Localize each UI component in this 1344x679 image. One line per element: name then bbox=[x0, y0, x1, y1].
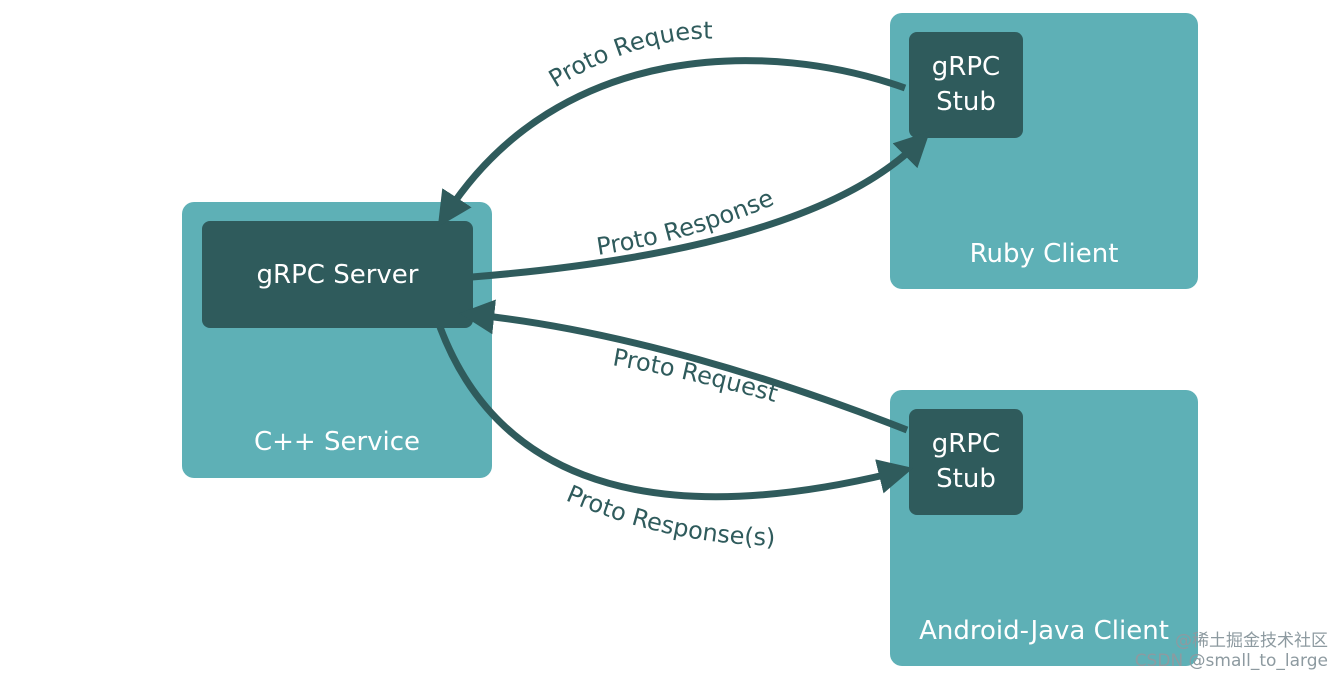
android-request-label: Proto Request bbox=[611, 343, 781, 408]
ruby-request-label: Proto Request bbox=[544, 16, 713, 93]
ruby-request-arrow bbox=[437, 57, 907, 228]
android-grpc-stub-box: gRPC Stub bbox=[909, 409, 1023, 515]
svg-text:Proto Request: Proto Request bbox=[611, 343, 781, 408]
ruby-response-arrow bbox=[471, 131, 930, 281]
watermark-line1: @稀土掘金技术社区 bbox=[1175, 631, 1328, 651]
grpc-server-label: gRPC Server bbox=[256, 259, 419, 290]
android-response-label: Proto Response(s) bbox=[563, 480, 776, 552]
watermark: @稀土掘金技术社区 CSDN @small_to_large bbox=[1135, 631, 1328, 671]
android-request-arrow bbox=[459, 299, 909, 434]
ruby-stub-line2: Stub bbox=[936, 87, 996, 117]
android-stub-line2: Stub bbox=[936, 464, 996, 494]
android-response-arrow bbox=[436, 325, 914, 501]
svg-text:Proto Response(s): Proto Response(s) bbox=[563, 480, 776, 552]
android-stub-line1: gRPC bbox=[931, 429, 1001, 459]
cpp-service-label: C++ Service bbox=[253, 427, 421, 457]
svg-text:Proto Request: Proto Request bbox=[544, 16, 713, 93]
ruby-client-label: Ruby Client bbox=[969, 239, 1119, 269]
android-client-panel: gRPC Stub Android-Java Client bbox=[890, 390, 1198, 666]
ruby-stub-line1: gRPC bbox=[931, 52, 1001, 82]
watermark-line2: CSDN @small_to_large bbox=[1134, 651, 1328, 671]
cpp-service-panel: gRPC Server C++ Service bbox=[182, 202, 492, 478]
android-client-label: Android-Java Client bbox=[919, 616, 1169, 646]
ruby-client-panel: gRPC Stub Ruby Client bbox=[890, 13, 1198, 289]
ruby-grpc-stub-box: gRPC Stub bbox=[909, 32, 1023, 138]
grpc-server-box: gRPC Server bbox=[202, 221, 473, 328]
